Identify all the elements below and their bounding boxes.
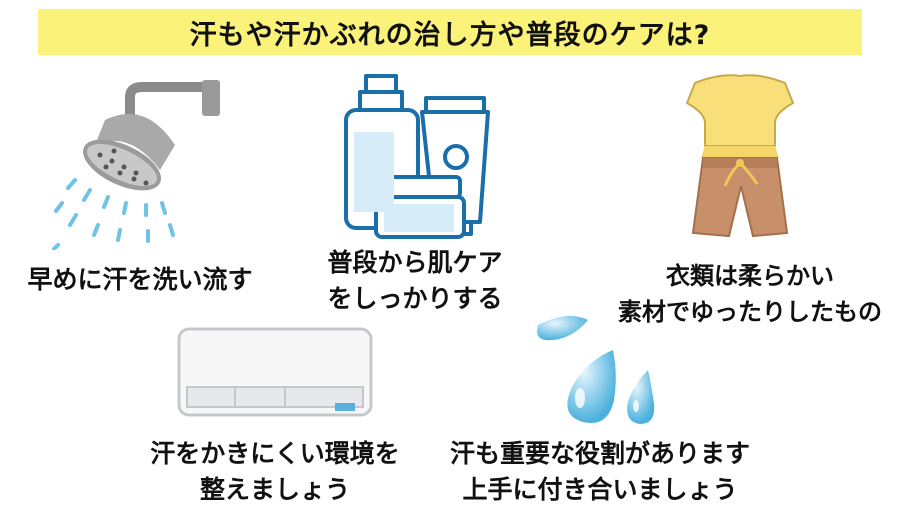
sweat-drops-icon (537, 316, 655, 424)
caption-environment: 汗をかきにくい環境を 整えましょう (150, 439, 400, 504)
page-title: 汗もや汗かぶれの治し方や普段のケアは? (189, 19, 711, 51)
shower-head-icon (52, 80, 220, 250)
caption-skin-care: 普段から肌ケア をしっかりする (327, 248, 503, 313)
caption-sweat-role: 汗も重要な役割があります 上手に付き合いましょう (449, 439, 750, 504)
caption-soft-clothes: 衣類は柔らかい 素材でゆったりしたもの (618, 262, 882, 326)
title-banner: 汗もや汗かぶれの治し方や普段のケアは? (38, 9, 862, 55)
summer-clothes-icon (685, 74, 795, 238)
skincare-bottles-icon (344, 74, 490, 239)
caption-wash-sweat: 早めに汗を洗い流す (27, 265, 253, 294)
air-conditioner-icon (177, 327, 373, 417)
